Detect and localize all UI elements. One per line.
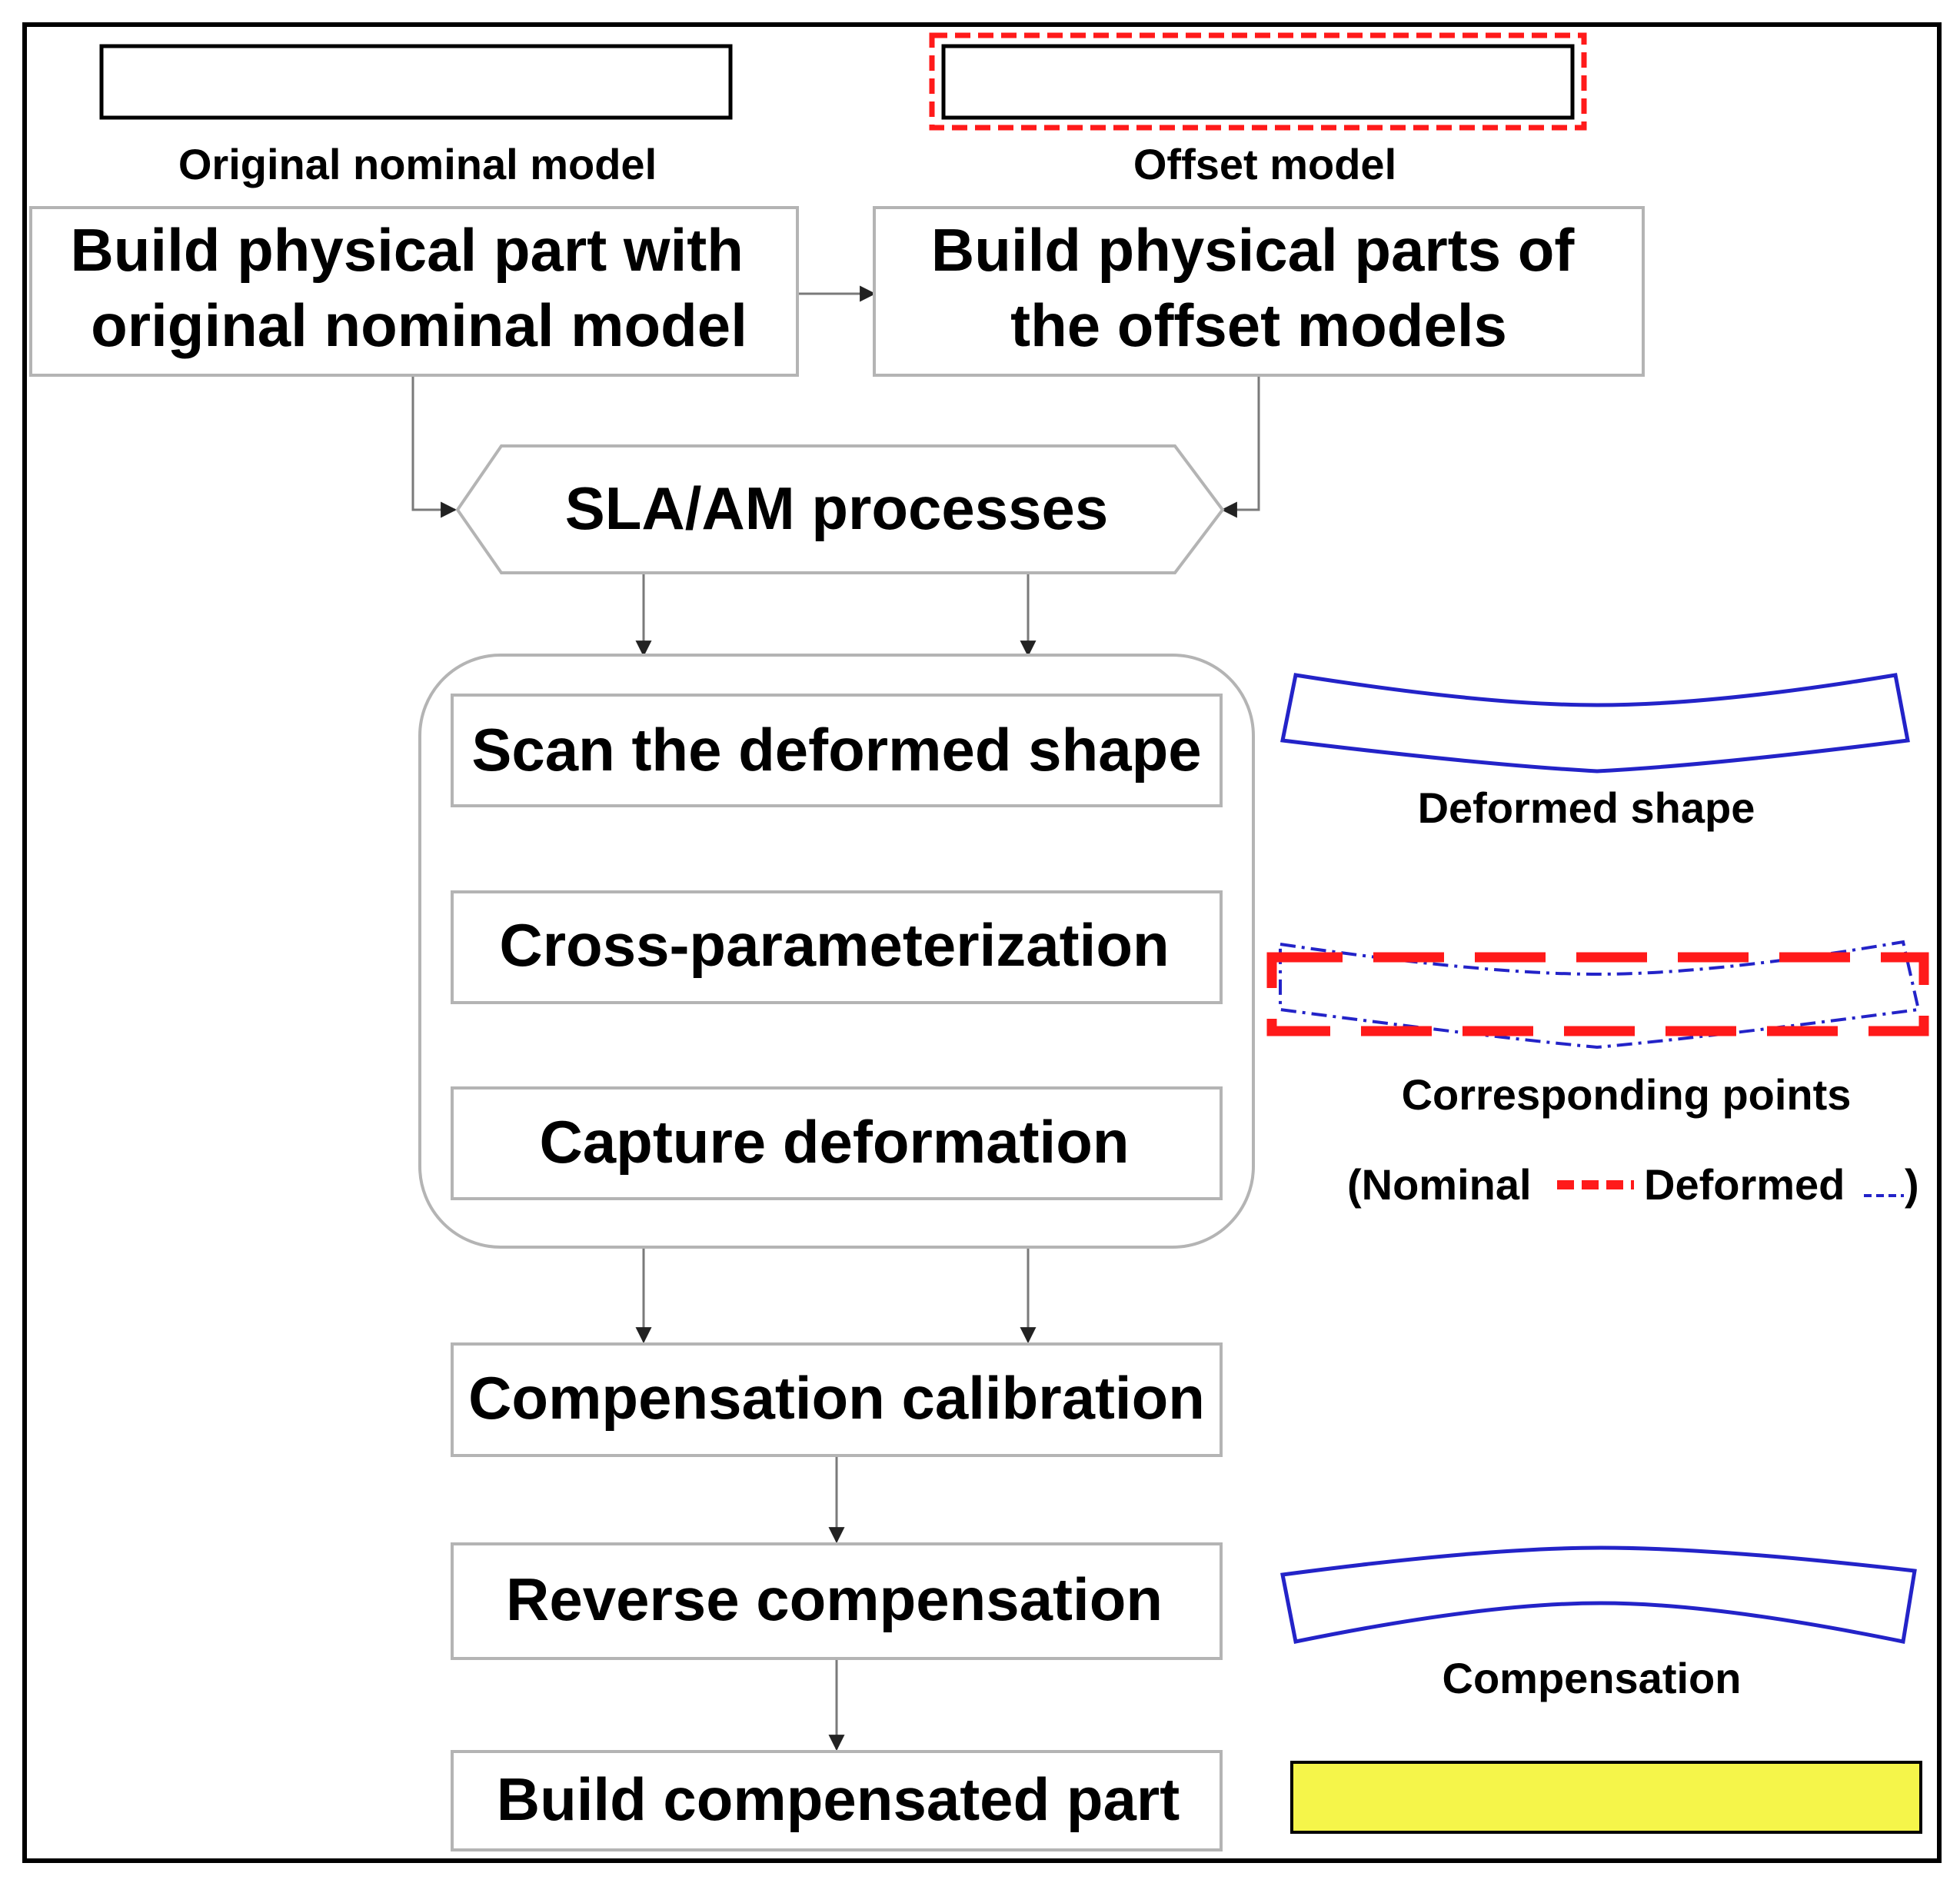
- cross-parameterization-label: Cross-parameterization: [499, 911, 1169, 979]
- sla-process-hexagon: [455, 444, 1225, 574]
- corresponding-points-caption: Corresponding points: [1402, 1070, 1852, 1119]
- deformed-shape-glyph: [1280, 673, 1910, 773]
- arrow-build-offset-to-sla: [1220, 375, 1260, 518]
- cross-parameterization-box: [451, 890, 1223, 1004]
- scan-label: Scan the deformed shape: [471, 716, 1201, 783]
- capture-deformation-label: Capture deformation: [539, 1108, 1129, 1176]
- build-offset-label: Build physical parts of the offset model…: [931, 216, 1591, 359]
- deformed-shape-caption: Deformed shape: [1418, 783, 1755, 832]
- legend-deformed-label: Deformed: [1644, 1160, 1845, 1209]
- reverse-compensation-box: [451, 1542, 1223, 1660]
- compensated-part-shape: [1290, 1761, 1922, 1834]
- original-nominal-model-shape: [99, 44, 733, 120]
- build-compensated-label: Build compensated part: [497, 1765, 1180, 1833]
- reverse-compensation-label: Reverse compensation: [506, 1565, 1163, 1633]
- legend-nominal-label: (Nominal: [1347, 1160, 1532, 1209]
- build-compensated-box: [451, 1750, 1223, 1851]
- nominal-deformed-legend: (Nominal Deformed ): [1347, 1160, 1919, 1209]
- original-nominal-model-caption: Original nominal model: [178, 140, 657, 188]
- arrow-build-original-to-sla: [411, 375, 458, 518]
- compensation-calibration-label: Compensation calibration: [468, 1364, 1205, 1432]
- offset-model-caption: Offset model: [1133, 140, 1396, 188]
- build-offset-line-1: Build physical parts of: [931, 216, 1576, 284]
- build-original-line-2: original nominal model: [91, 291, 747, 359]
- corresponding-points-deformed-outline: [1279, 940, 1921, 1050]
- build-original-label: Build physical part with original nomina…: [70, 216, 760, 359]
- compensation-caption: Compensation: [1443, 1654, 1742, 1702]
- build-offset-box: [873, 206, 1645, 377]
- build-original-line-1: Build physical part with: [70, 216, 743, 284]
- build-offset-line-2: the offset models: [1010, 291, 1507, 359]
- sla-process-label: SLA/AM processes: [565, 474, 1109, 542]
- compensation-shape-glyph: [1280, 1545, 1917, 1644]
- scan-box: [451, 694, 1223, 807]
- compensation-calibration-box: [451, 1342, 1223, 1457]
- build-original-box: [29, 206, 799, 377]
- offset-model-shape: [941, 44, 1575, 120]
- legend-close-paren: ): [1905, 1160, 1919, 1209]
- offset-model-outline: [929, 32, 1587, 131]
- corresponding-points-nominal-outline: [1266, 952, 1929, 1036]
- capture-deformation-box: [451, 1086, 1223, 1200]
